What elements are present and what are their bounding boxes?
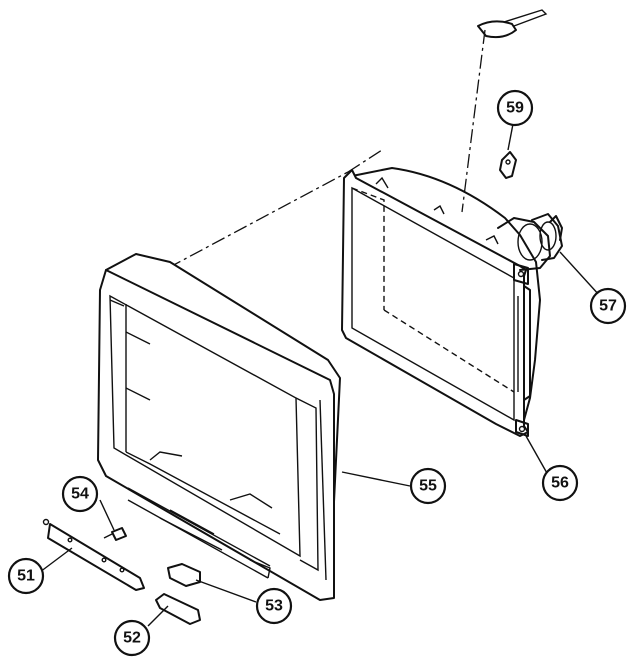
callout-54: 54 (61, 475, 99, 513)
small-parts (42, 151, 517, 625)
callout-52-label: 52 (123, 630, 141, 647)
callout-51-label: 51 (17, 568, 35, 585)
callout-53: 53 (255, 587, 293, 625)
callout-56-label: 56 (551, 475, 569, 492)
callout-56: 56 (541, 464, 579, 502)
alignment-lines (167, 29, 486, 269)
callout-57: 57 (589, 287, 627, 325)
callout-53-label: 53 (265, 598, 283, 615)
callout-54-label: 54 (71, 486, 89, 503)
callout-57-label: 57 (599, 298, 617, 315)
callout-59: 59 (496, 89, 534, 127)
callouts: 59 57 56 55 54 51 53 52 (7, 89, 627, 657)
callout-55: 55 (409, 467, 447, 505)
callout-59-label: 59 (506, 100, 524, 117)
front-cabinet (97, 253, 341, 601)
callout-52: 52 (113, 619, 151, 657)
picture-tube-assembly (341, 9, 563, 437)
callout-51: 51 (7, 557, 45, 595)
leader-lines (39, 123, 601, 627)
callout-55-label: 55 (419, 478, 437, 495)
